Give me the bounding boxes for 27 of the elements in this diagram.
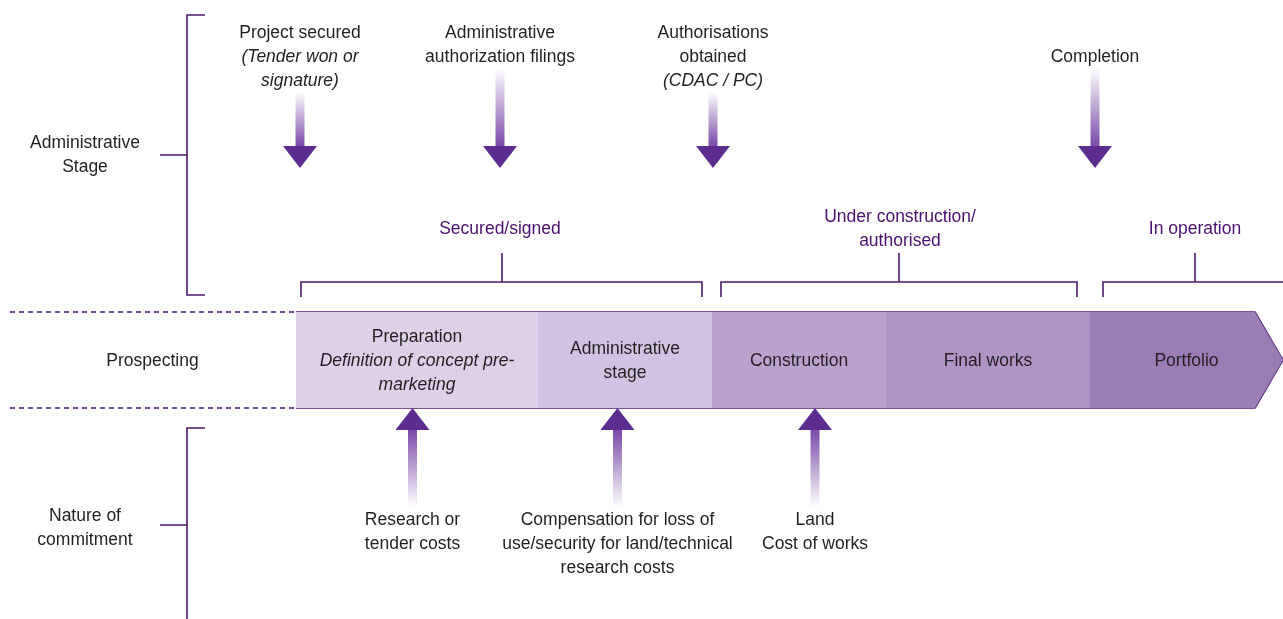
milestone-label: Project secured (239, 21, 361, 44)
stage-segment (538, 312, 712, 408)
stage-label: Preparation (371, 325, 463, 348)
stage-segment (886, 312, 1090, 408)
stage-label: Final works (943, 349, 1033, 372)
milestone-note: Cost of works (762, 532, 868, 555)
stage-label: Prospecting (40, 312, 265, 408)
milestone-label: Compensation for loss of use/security for land/technical research costs (500, 507, 735, 607)
phase-label: In operation (1147, 217, 1243, 240)
phase-label: Under construction/ authorised (823, 205, 977, 252)
milestone-label: Administrative authorization filings (405, 20, 595, 68)
stage-label: Administrative stage (569, 337, 681, 384)
milestone-note: (CDAC / PC) (662, 69, 764, 92)
stage-label: Portfolio (1154, 349, 1219, 372)
milestone-label: Land (795, 508, 835, 531)
milestone-label: Research or tender costs (340, 507, 485, 555)
milestone-label: Completion (1030, 44, 1160, 68)
bracket-label: Administrative Stage (29, 131, 141, 178)
milestone-label: Authorisations obtained (656, 21, 770, 68)
stage-segment (1090, 312, 1283, 408)
bracket-label: Nature of commitment (36, 504, 134, 551)
phase-label: Secured/signed (438, 217, 562, 240)
stage-label: Definition of concept pre-marketing (318, 349, 516, 396)
stage-segment (296, 312, 538, 408)
milestone-note: (Tender won or signature) (240, 45, 360, 92)
stage-label: Construction (749, 349, 849, 372)
stage-segment (712, 312, 886, 408)
